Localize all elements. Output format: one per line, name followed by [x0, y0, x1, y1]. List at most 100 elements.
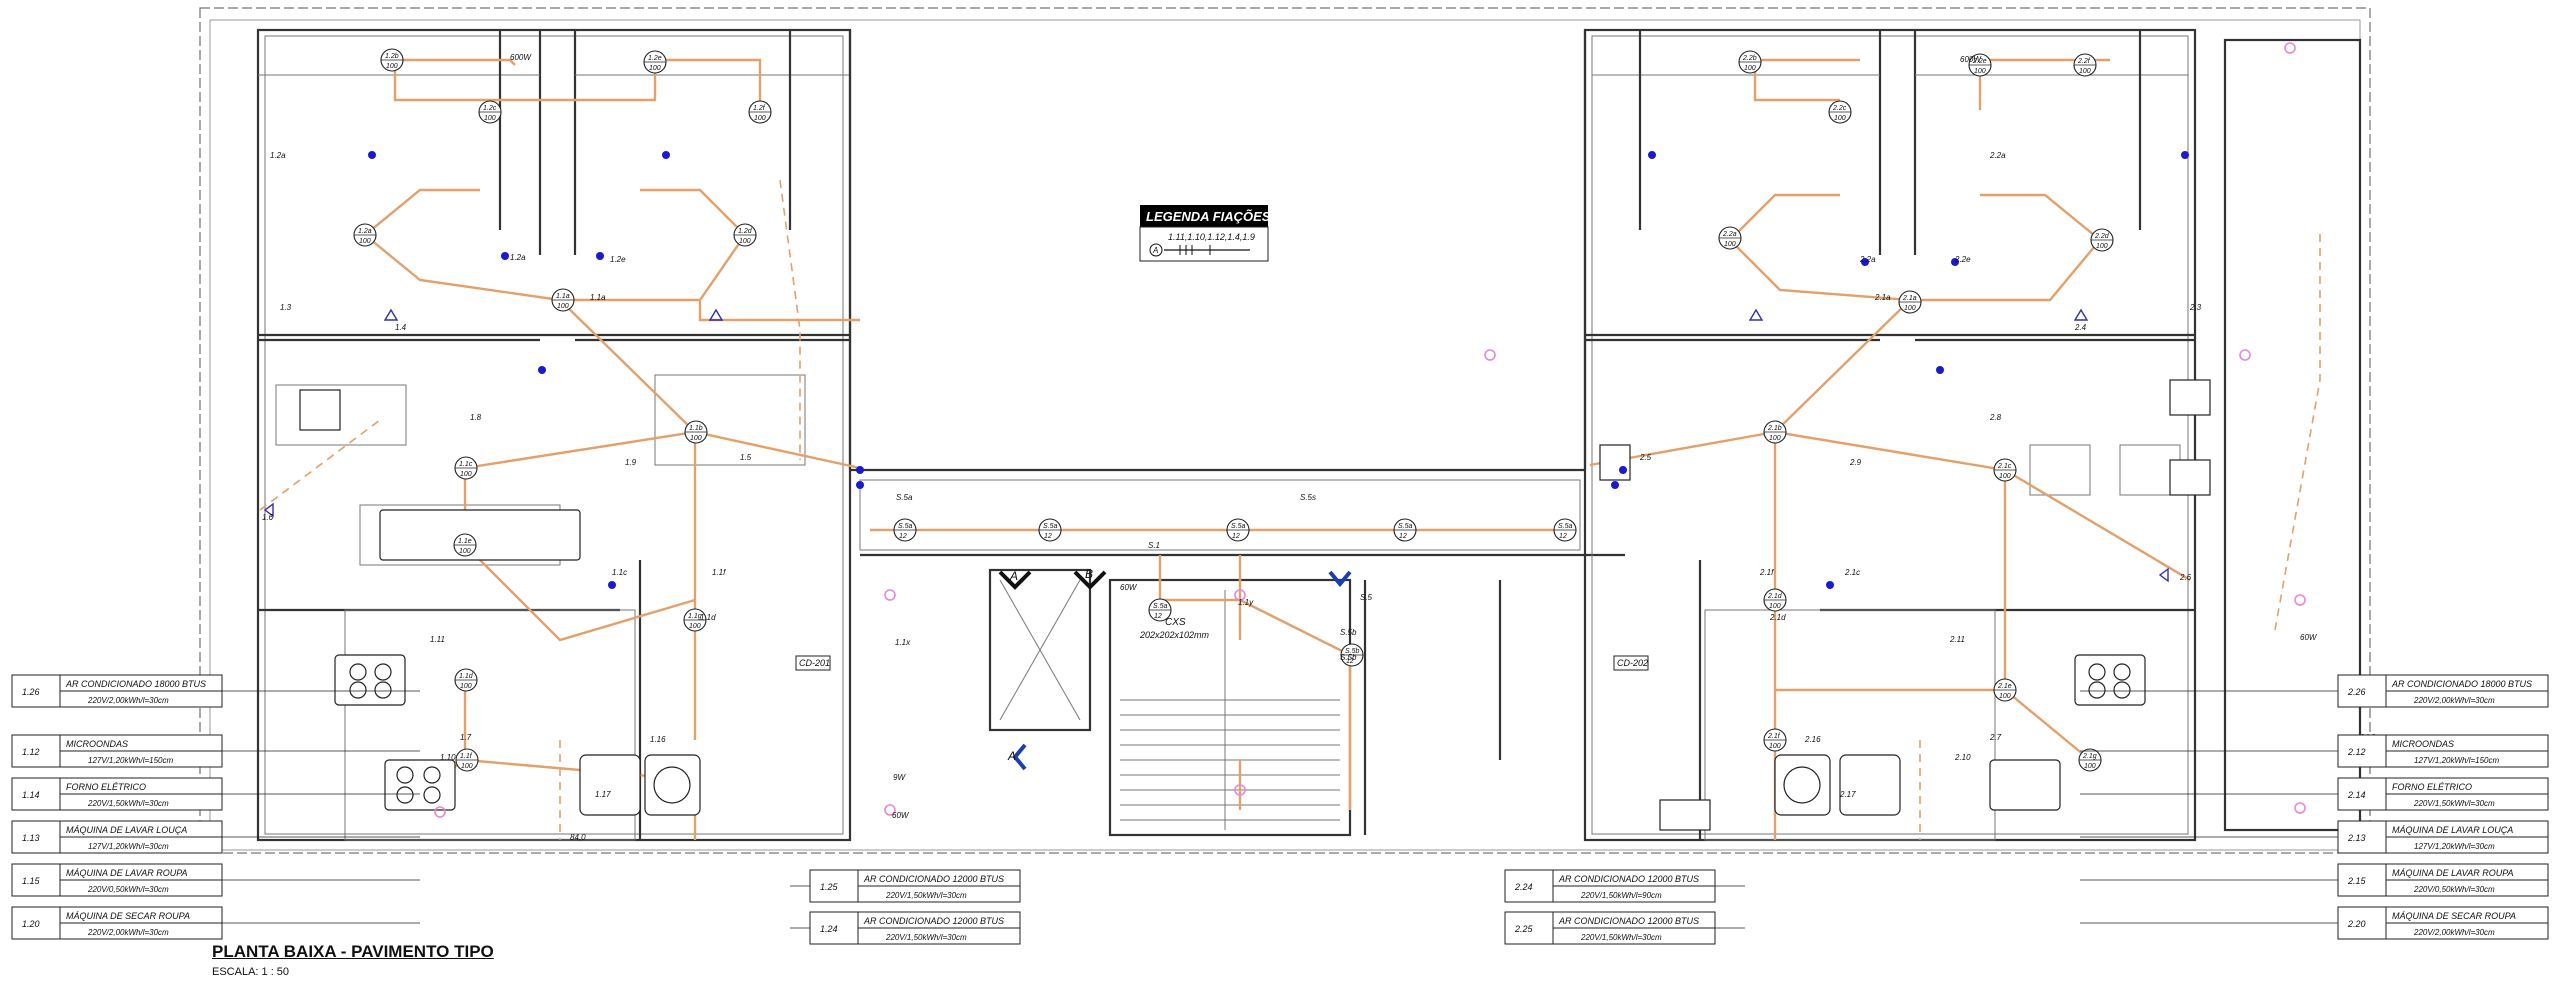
- light-power: 100: [2096, 243, 2108, 250]
- light-circuit: 1.2d: [738, 228, 753, 235]
- cxs-label: CXS: [1165, 617, 1186, 628]
- wattage-label: 600W: [1960, 55, 1982, 64]
- callout-name: AR CONDICIONADO 12000 BTUS: [863, 916, 1004, 926]
- left-apartment-walls: [256, 28, 852, 842]
- light-fixtures-right: 2.2b1002.2c1002.2e1002.2f1002.2a1002.2d1…: [1718, 50, 2114, 772]
- light-power: 100: [649, 65, 661, 72]
- circuit-tag: 1.2a: [510, 253, 526, 262]
- circuit-tag: 1.2a: [270, 151, 286, 160]
- legend-circuits: 1.11,1.10,1.12,1.4,1.9: [1168, 232, 1255, 242]
- light-power: 12: [1399, 533, 1407, 540]
- light-circuit: 2.1a: [1902, 295, 1917, 302]
- wattage-label: 600W: [510, 53, 532, 62]
- stair-marks: A B A: [1007, 567, 1093, 763]
- light-power: 100: [557, 303, 569, 310]
- circuit-tag: 1.2e: [610, 255, 626, 264]
- light-circuit: 1.1f: [460, 753, 473, 760]
- circuit-tag: 1.6: [262, 513, 274, 522]
- light-circuit: 2.1g: [2082, 753, 2097, 760]
- stair-mark-b: B: [1085, 567, 1093, 581]
- circuit-tag: 1.17: [595, 790, 611, 799]
- circuit-tag: 2.1c: [1844, 568, 1860, 577]
- circuit-tag: 2.9: [1849, 458, 1862, 467]
- light-circuit: 1.1a: [556, 293, 570, 300]
- circuit-tag: 1.5: [740, 453, 752, 462]
- stair-mark-a: A: [1009, 569, 1018, 583]
- light-circuit: 2.1c: [1997, 463, 2012, 470]
- light-circuit: 1.1g: [688, 613, 702, 620]
- light-circuit: 1.1e: [458, 538, 472, 545]
- circuit-tag: 1.3: [280, 303, 292, 312]
- light-circuit: 2.2e: [1972, 58, 1987, 65]
- callout-name: MÁQUINA DE LAVAR ROUPA: [2392, 868, 2514, 878]
- wattage-label: 9W: [893, 773, 906, 782]
- callout-spec: 127V/1,20kWh/l=150cm: [2414, 756, 2499, 765]
- light-circuit: S.5a: [1043, 523, 1058, 530]
- callout-id: 1.24: [820, 924, 838, 934]
- light-circuit: 1.2f: [753, 105, 766, 112]
- light-circuit: 1.1c: [459, 461, 473, 468]
- light-circuit: 2.1b: [1767, 425, 1782, 432]
- light-circuit: S.5a: [1231, 523, 1246, 530]
- stair-treads: [1120, 590, 1340, 830]
- callout-spec: 220V/2,00kWh/l=30cm: [87, 696, 169, 705]
- panel-right-label: CD-202: [1617, 658, 1648, 668]
- drawing-scale: ESCALA: 1 : 50: [212, 966, 290, 978]
- light-power: 12: [1154, 613, 1162, 620]
- callout-name: MÁQUINA DE SECAR ROUPA: [66, 911, 190, 921]
- circuit-tag: 1.8: [470, 413, 482, 422]
- light-circuit: 2.2d: [2094, 233, 2110, 240]
- circuit-tag: 2.7: [1989, 733, 2002, 742]
- circuit-tag: 1.1d: [700, 613, 716, 622]
- circuit-tag: S.5s: [1300, 493, 1316, 502]
- callout-spec: 220V/1,50kWh/l=30cm: [87, 799, 169, 808]
- callout-spec: 220V/0,50kWh/l=30cm: [2413, 885, 2495, 894]
- callout-name: MÁQUINA DE LAVAR LOUÇA: [66, 825, 187, 835]
- circuit-tag: 2.1f: [1759, 568, 1774, 577]
- light-power: 100: [460, 683, 472, 690]
- circuit-tag: 2.2a: [1989, 151, 2006, 160]
- callout-name: MICROONDAS: [66, 739, 128, 749]
- right-apartment-walls: [1583, 28, 2362, 842]
- circuit-tag: S.5: [1360, 593, 1373, 602]
- legend-symbol: A: [1152, 246, 1158, 255]
- callout-name: AR CONDICIONADO 12000 BTUS: [863, 874, 1004, 884]
- circuit-tag: 2.1d: [1769, 613, 1786, 622]
- callout-spec: 220V/2,00kWh/l=30cm: [87, 928, 169, 937]
- light-circuit: S.5b: [1345, 648, 1360, 655]
- callout-name: FORNO ELÉTRICO: [2392, 782, 2472, 792]
- callout-spec: 220V/2,00kWh/l=30cm: [2413, 696, 2495, 705]
- wattage-label: 60W: [892, 811, 910, 820]
- circuit-tag: 1.1c: [612, 568, 627, 577]
- callout-id: 1.25: [820, 882, 839, 892]
- light-power: 100: [690, 435, 702, 442]
- circuit-tag: 2.6: [2179, 573, 2192, 582]
- light-power: 100: [461, 763, 473, 770]
- light-power: 100: [1974, 68, 1986, 75]
- light-power: 100: [460, 471, 472, 478]
- circuit-tag: 2.16: [1804, 735, 1821, 744]
- circuit-tag: 2.17: [1839, 790, 1856, 799]
- callout-spec: 127V/1,20kWh/l=30cm: [88, 842, 169, 851]
- light-power: 100: [386, 63, 398, 70]
- callout-id: 2.20: [2347, 919, 2366, 929]
- circuit-tag: 1.4: [395, 323, 407, 332]
- circuit-tag: S.1: [1148, 541, 1160, 550]
- callout-name: MICROONDAS: [2392, 739, 2454, 749]
- light-circuit: 1.2a: [358, 228, 372, 235]
- light-power: 100: [359, 238, 371, 245]
- panel-boards: CD-201 CD-202: [795, 655, 1649, 671]
- circuit-tag: S.5a: [896, 493, 913, 502]
- light-circuit: 2.2c: [1832, 105, 1847, 112]
- callout-id: 2.15: [2347, 876, 2367, 886]
- panel-left-label: CD-201: [799, 658, 830, 668]
- light-circuit: 2.1d: [1767, 593, 1783, 600]
- light-power: 100: [1769, 743, 1781, 750]
- light-circuit: 2.2b: [1742, 55, 1757, 62]
- callout-spec: 220V/1,50kWh/l=30cm: [2413, 799, 2495, 808]
- circuit-tag: 1.1y: [1238, 598, 1254, 607]
- wiring-left: [259, 58, 861, 840]
- callout-spec: 127V/1,20kWh/l=30cm: [2414, 842, 2495, 851]
